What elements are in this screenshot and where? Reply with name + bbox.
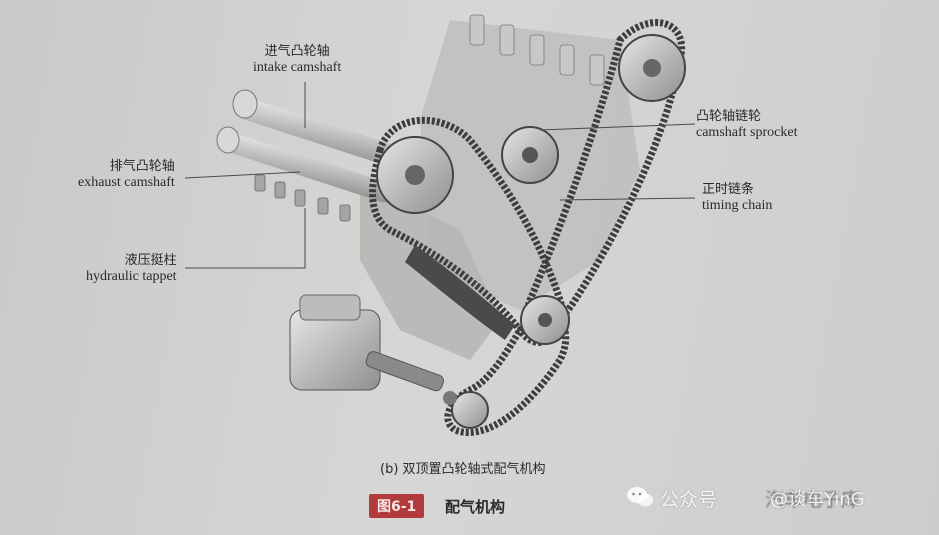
timing-chain-shape [369,19,685,436]
label-intake-camshaft: 进气凸轮轴 intake camshaft [253,44,342,76]
hydraulic-tappet-shapes [254,174,351,222]
watermark-right: @谈车YinG [770,489,865,510]
label-en: timing chain [702,197,773,213]
figure-caption: (b) 双顶置凸轮轴式配气机构 [380,462,546,477]
label-timing-chain: 正时链条 timing chain [702,182,773,214]
wechat-icon [627,487,653,507]
camshaft-sprocket-shape [376,34,686,429]
label-camshaft-sprocket: 凸轮轴链轮 camshaft sprocket [696,109,798,141]
label-en: exhaust camshaft [78,174,175,190]
label-cn: 进气凸轮轴 [264,44,330,59]
oil-pump-assembly [289,294,457,405]
label-cn: 凸轮轴链轮 [696,109,762,124]
valve-springs [469,14,605,86]
label-cn: 排气凸轮轴 [109,159,175,174]
label-exhaust-camshaft: 排气凸轮轴 exhaust camshaft [78,159,175,191]
figure-title: 配气机构 [445,498,506,516]
label-cn: 液压挺柱 [124,253,177,268]
watermark-middle: 汽车电子库 [765,489,861,511]
label-hydraulic-tappet: 液压挺柱 hydraulic tappet [86,253,177,285]
watermark-left: 公众号 [660,489,718,511]
chain-guide-shape [405,245,515,340]
label-en: camshaft sprocket [696,124,798,140]
label-en: hydraulic tappet [86,268,177,284]
figure-number-badge: 图6-1 [369,494,425,518]
label-en: intake camshaft [253,59,342,75]
leader-lines [184,82,696,269]
label-cn: 正时链条 [702,182,755,197]
